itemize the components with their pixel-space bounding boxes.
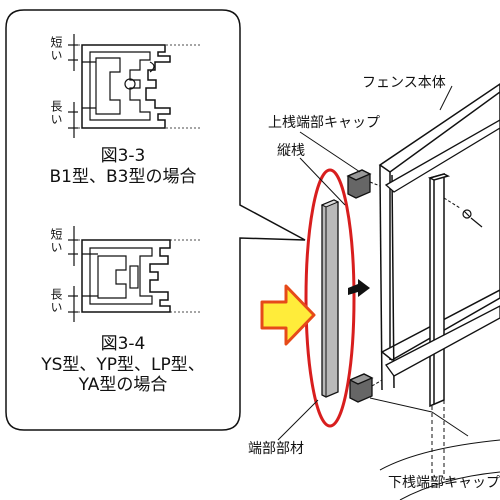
end-member-part [320,199,340,398]
top-cap-label: 上桟端部キャップ [268,115,380,131]
profile-a-caption-body: B1型、B3型の場合 [49,166,197,187]
direction-arrow-icon [348,279,370,297]
profile-a-caption: 図3-3 B1型、B3型の場合 [8,146,238,187]
end-member-label: 端部部材 [248,441,304,457]
callout-bubble [5,9,306,431]
leader-lines [277,85,469,441]
profile-b-caption-line: YA型の場合 [78,375,168,396]
highlight-ring [304,168,356,428]
profile-b-caption: 図3-4 YS型、YP型、LP型、 YA型の場合 [8,334,238,396]
profile-b-caption-title: 図3-4 [100,334,146,354]
fence-body-label: フェンス本体 [362,75,446,91]
top-cap-part [346,169,381,199]
insert-arrow-icon [260,284,316,346]
rail-bars [384,119,500,377]
bottom-cap-part [348,373,383,403]
profile-b-short-label: 短い [49,228,63,254]
profile-a-long-label: 長い [49,100,63,126]
profile-b-caption-line: YS型、YP型、LP型、 [41,354,205,375]
profile-b-long-label: 長い [49,288,63,314]
profile-b-drawing [68,226,200,322]
ground-lines [379,439,500,500]
bottom-cap-label: 下桟端部キャップ [388,475,500,491]
profile-a-drawing [68,34,200,138]
profile-a-caption-title: 図3-3 [100,146,146,166]
screw-icon [443,197,483,228]
vertical-rail-label: 縦桟 [277,143,305,159]
profile-a-short-label: 短い [49,36,63,62]
